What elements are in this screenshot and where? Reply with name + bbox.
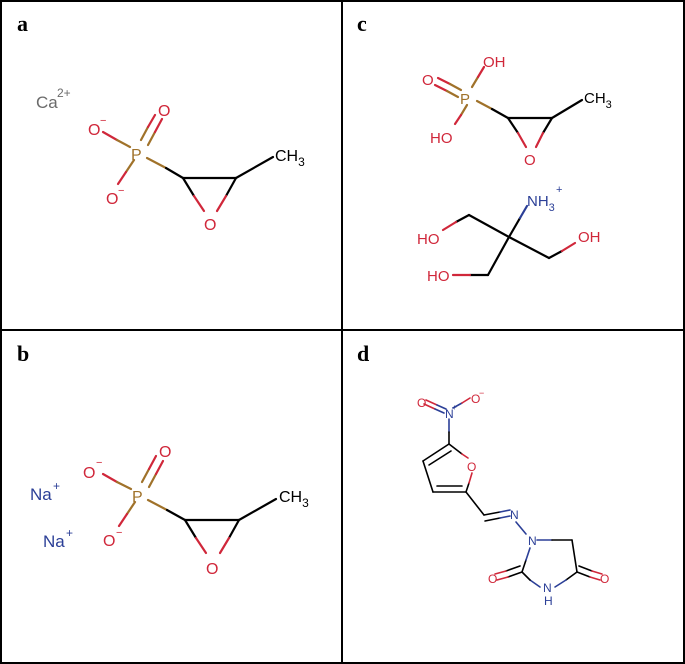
hydroxyl-left-c: HO — [417, 231, 440, 248]
hydantoin-nh-hydrogen: H — [544, 594, 553, 608]
fosfomycin-acid-bonds — [433, 65, 584, 149]
panel-label-b: b — [17, 341, 29, 366]
nitro-oxygen-charge: − — [479, 388, 484, 398]
nitro-oxygen-right: O — [471, 392, 480, 406]
calcium-ion: Ca — [36, 93, 58, 112]
oxygen-anion-top-b: O — [83, 465, 95, 482]
panel-a: a Ca 2+ — [17, 11, 305, 234]
minus-charge-top-a: − — [100, 115, 106, 127]
panel-label-d: d — [357, 341, 369, 366]
oxygen-anion-bottom-a: O — [106, 191, 118, 208]
epoxide-oxygen-c: O — [524, 152, 536, 169]
carbonyl-oxygen-right: O — [600, 572, 609, 586]
epoxide-oxygen-a: O — [204, 217, 216, 234]
fosfomycin-bonds-b — [101, 454, 278, 555]
methyl-c: CH3 — [584, 90, 612, 111]
fosfomycin-bonds-a — [101, 113, 275, 213]
ammonium-group: NH3 — [527, 193, 555, 214]
hydroxyl-bottom-left-c: HO — [427, 268, 450, 285]
nitro-nitrogen: N — [445, 407, 454, 421]
ammonium-charge: + — [556, 184, 562, 196]
furan-oxygen: O — [467, 460, 476, 474]
calcium-charge: 2+ — [57, 86, 71, 100]
panel-label-c: c — [357, 11, 367, 36]
nitrofurantoin-bonds — [422, 397, 603, 588]
nitro-oxygen-left: O — [417, 396, 426, 410]
epoxide-oxygen-b: O — [206, 561, 218, 578]
panel-label-a: a — [17, 11, 28, 36]
minus-charge-bottom-b: − — [116, 527, 122, 539]
phosphorus-c: P — [460, 91, 470, 108]
oxygen-double-a: O — [158, 103, 170, 120]
oxygen-double-b: O — [159, 444, 171, 461]
sodium-charge-2: + — [66, 526, 73, 540]
sodium-charge-1: + — [53, 479, 60, 493]
methyl-b: CH3 — [279, 489, 309, 510]
panel-c: c OH O P HO O — [357, 11, 612, 285]
minus-charge-top-b: − — [96, 457, 102, 469]
sodium-ion-1: Na — [30, 485, 52, 504]
carbonyl-oxygen-left: O — [488, 572, 497, 586]
imine-nitrogen: N — [510, 508, 519, 522]
hydroxyl-bottom-c: HO — [430, 130, 453, 147]
tromethamine-bonds — [441, 204, 577, 277]
panel-b: b Na + Na + — [17, 341, 309, 578]
hydroxyl-right-c: OH — [578, 229, 601, 246]
hydroxyl-top-c: OH — [483, 54, 506, 71]
panel-d: d — [357, 341, 609, 608]
hydantoin-nh-nitrogen: N — [543, 581, 552, 595]
oxygen-anion-bottom-b: O — [103, 533, 115, 550]
nitro-nitrogen-charge: + — [452, 403, 457, 412]
phosphorus-a: P — [131, 147, 142, 164]
minus-charge-bottom-a: − — [118, 185, 124, 197]
phosphorus-b: P — [132, 489, 143, 506]
oxygen-anion-top-a: O — [88, 122, 100, 139]
hydantoin-nitrogen: N — [528, 534, 537, 548]
sodium-ion-2: Na — [43, 532, 65, 551]
methyl-a: CH3 — [275, 148, 305, 169]
oxygen-double-c: O — [422, 72, 434, 89]
